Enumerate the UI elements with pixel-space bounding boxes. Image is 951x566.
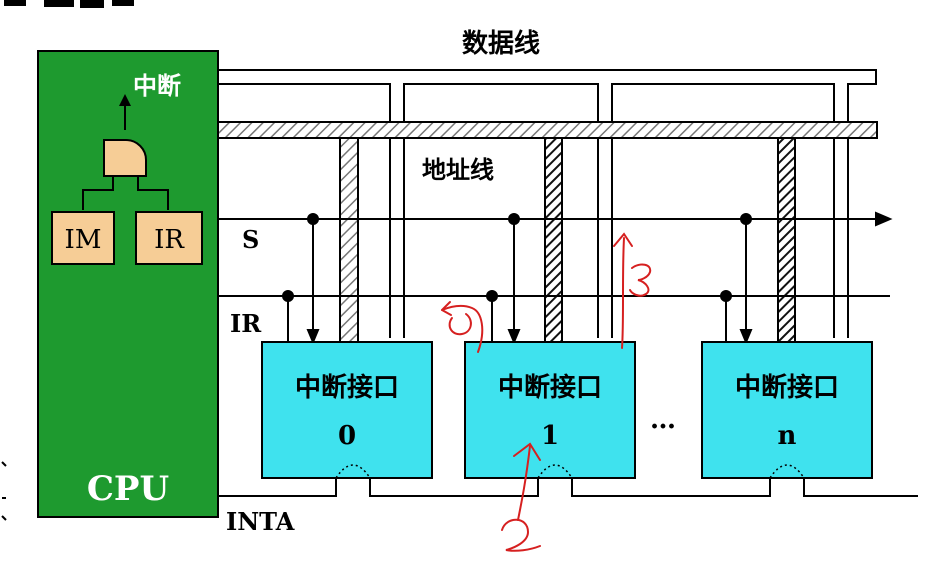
- and-gate-icon: [82, 94, 169, 210]
- ir-register-label: IR: [154, 225, 185, 255]
- interface-box-0: [261, 341, 433, 479]
- interface-1-title: 中断接口: [498, 372, 602, 403]
- interface-1-index: 1: [541, 421, 559, 451]
- cpu-block: [37, 50, 219, 518]
- edge-artifacts: [1, 461, 7, 521]
- s-line-label: S: [242, 225, 259, 254]
- im-register-label: IM: [65, 225, 102, 255]
- annotation-strokes: [441, 232, 652, 552]
- inta-line-label: INTA: [226, 507, 295, 536]
- data-bus-label: 数据线: [462, 29, 540, 59]
- cpu-label: CPU: [87, 469, 169, 509]
- address-bus: [217, 121, 878, 139]
- interrupt-output-label: 中断: [133, 71, 181, 100]
- s-line: [218, 211, 893, 345]
- ir-line-label: IR: [230, 309, 262, 338]
- interface-box-1: [464, 341, 636, 479]
- inta-line: [218, 477, 918, 497]
- interface-0-index: 0: [338, 421, 356, 451]
- ellipsis-label: …: [650, 405, 676, 435]
- interface-box-n: [701, 341, 873, 479]
- ir-register: [135, 211, 203, 265]
- cropped-title-fragment: [4, 0, 134, 8]
- address-branch-0: [339, 137, 359, 343]
- interface-0-title: 中断接口: [295, 372, 399, 403]
- data-bus: [218, 69, 877, 338]
- address-bus-label: 地址线: [422, 155, 494, 184]
- address-branch-1: [544, 137, 563, 343]
- address-branch-n: [777, 137, 796, 343]
- im-register: [51, 211, 115, 265]
- interface-n-title: 中断接口: [735, 372, 839, 403]
- interface-n-index: n: [778, 421, 797, 451]
